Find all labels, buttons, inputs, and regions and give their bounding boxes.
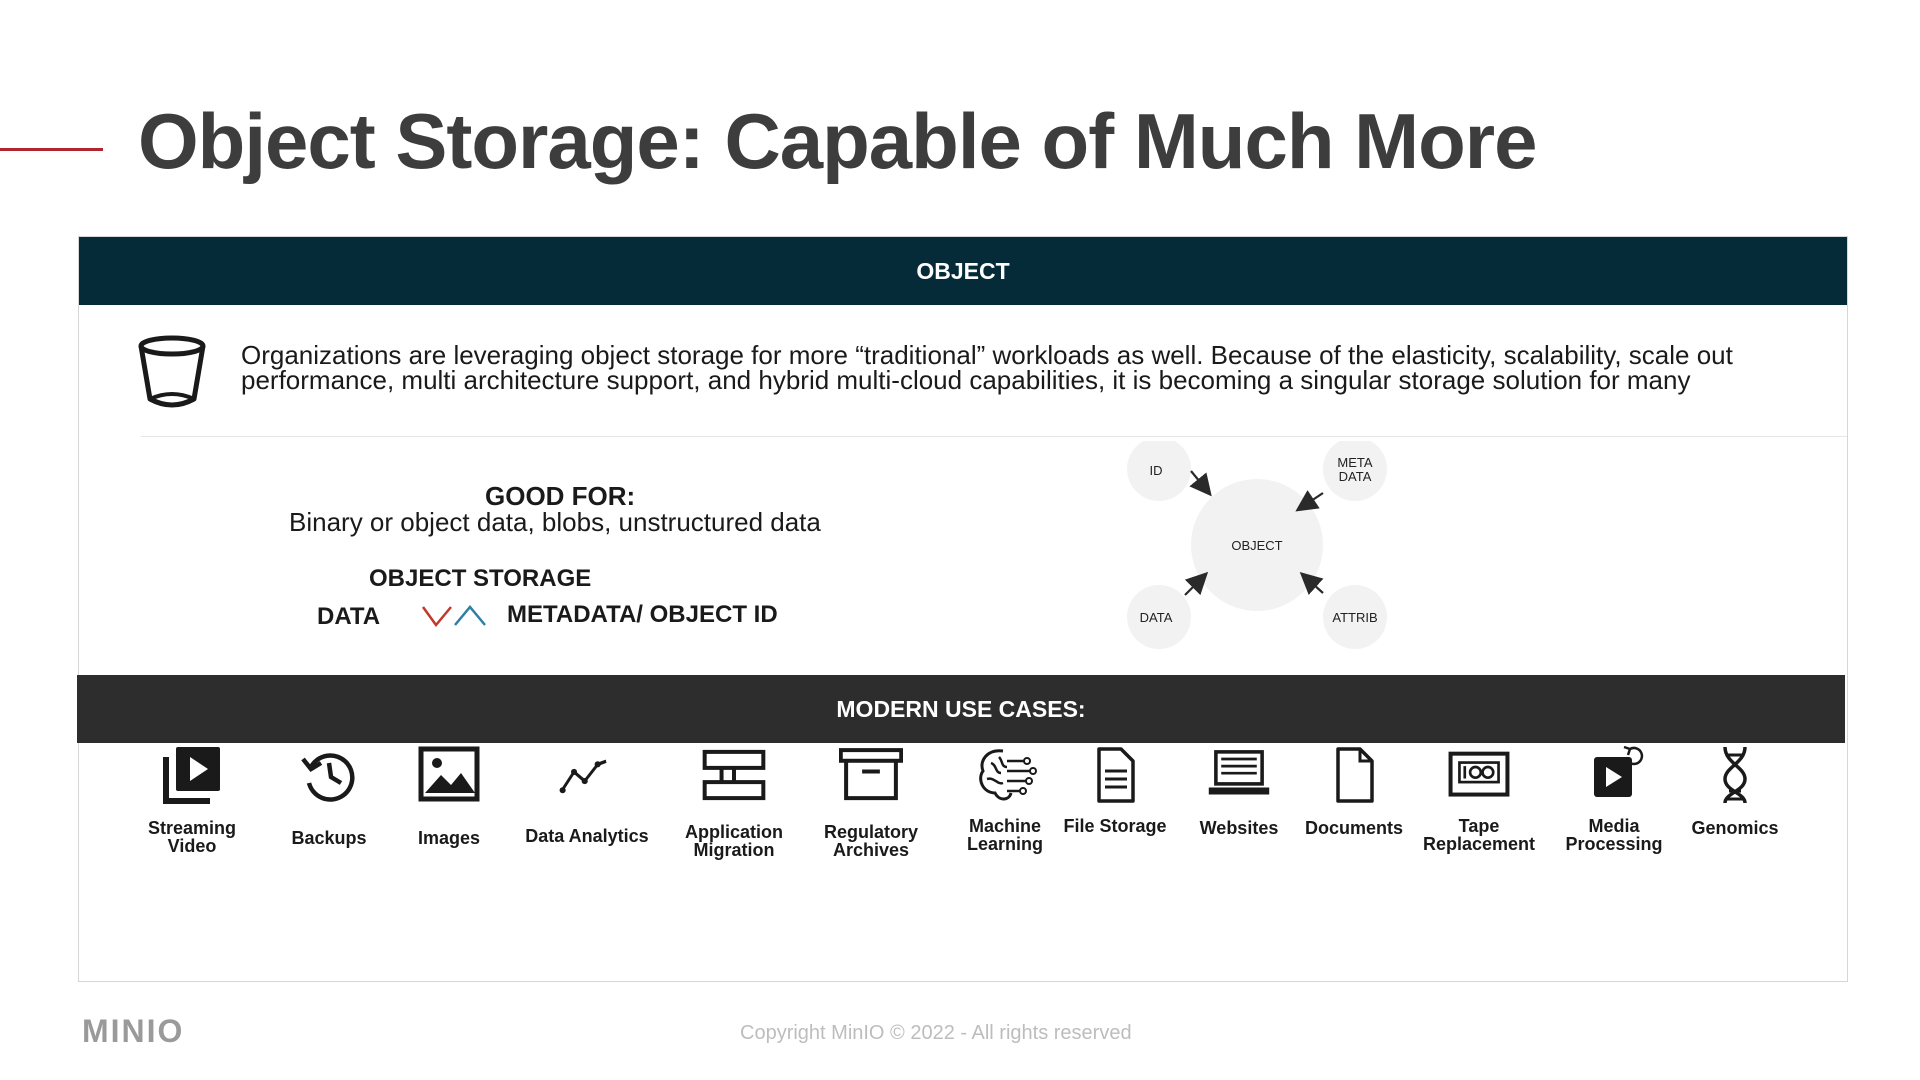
metadata-node-label-1: META bbox=[1337, 455, 1372, 470]
object-description: Organizations are leveraging object stor… bbox=[241, 340, 1733, 395]
use-case-regulatory-archives: Regulatory Archives bbox=[801, 743, 941, 859]
use-case-grid: Streaming Video Backups Images bbox=[79, 743, 1847, 953]
tape-icon bbox=[1448, 751, 1510, 797]
minio-logo: MINIO bbox=[82, 1014, 184, 1048]
use-case-images: Images bbox=[379, 743, 519, 847]
use-case-label: Genomics bbox=[1691, 818, 1779, 838]
use-case-tape-replacement: Tape Replacement bbox=[1409, 743, 1549, 853]
use-case-file-storage: File Storage bbox=[1045, 743, 1185, 835]
use-case-media-processing: Media Processing bbox=[1544, 743, 1684, 853]
data-node-label: DATA bbox=[1140, 610, 1173, 625]
laptop-icon bbox=[1208, 750, 1270, 795]
attrib-node-label: ATTRIB bbox=[1332, 610, 1377, 625]
dna-icon bbox=[1723, 746, 1747, 804]
attrib-node bbox=[1323, 585, 1387, 649]
use-case-label: Streaming Video bbox=[147, 818, 237, 856]
use-cases-header: MODERN USE CASES: bbox=[77, 675, 1845, 743]
object-diagram: OBJECT ID META DATA DATA ATTRIB bbox=[1127, 441, 1387, 649]
brain-circuit-icon bbox=[979, 749, 1037, 801]
section-divider bbox=[141, 436, 1847, 437]
data-node bbox=[1127, 585, 1191, 649]
metadata-label: METADATA/ OBJECT ID bbox=[507, 601, 778, 628]
use-case-label: Backups bbox=[291, 828, 367, 848]
use-case-label: File Storage bbox=[1063, 816, 1167, 836]
use-case-label: Images bbox=[417, 828, 481, 848]
slide-title: Object Storage: Capable of Much More bbox=[138, 97, 1538, 185]
migration-icon bbox=[702, 749, 766, 801]
good-for-heading: GOOD FOR: bbox=[485, 481, 636, 511]
object-header-label: OBJECT bbox=[916, 257, 1010, 284]
use-case-application-migration: Application Migration bbox=[664, 743, 804, 859]
content-card: OBJECT Organizations are leveraging obje… bbox=[77, 236, 1848, 982]
use-case-backups: Backups bbox=[259, 743, 399, 847]
use-case-label: Machine Learning bbox=[966, 816, 1043, 854]
copyright-text: Copyright MinIO © 2022 - All rights rese… bbox=[740, 1022, 1132, 1044]
use-case-label: Regulatory Archives bbox=[823, 822, 919, 860]
object-node bbox=[1191, 479, 1323, 611]
line-chart-icon bbox=[559, 759, 607, 794]
title-accent-line bbox=[0, 148, 103, 151]
use-case-label: Application Migration bbox=[685, 822, 783, 860]
good-for-body: Binary or object data, blobs, unstructur… bbox=[289, 507, 821, 537]
use-case-data-analytics: Data Analytics bbox=[517, 743, 657, 845]
play-stack-icon bbox=[163, 747, 220, 804]
object-node-label: OBJECT bbox=[1231, 538, 1282, 553]
data-label: DATA bbox=[317, 603, 381, 630]
object-storage-label: OBJECT STORAGE bbox=[369, 565, 592, 592]
use-case-websites: Websites bbox=[1169, 743, 1309, 837]
use-case-genomics: Genomics bbox=[1665, 743, 1805, 837]
archive-box-icon bbox=[839, 748, 903, 801]
media-play-icon bbox=[1594, 745, 1644, 797]
use-case-label: Documents bbox=[1304, 818, 1403, 838]
bucket-icon bbox=[138, 335, 206, 408]
use-case-machine-learning: Machine Learning bbox=[935, 743, 1075, 853]
svg-text:MINIO: MINIO bbox=[82, 1014, 184, 1048]
id-node bbox=[1127, 441, 1191, 501]
metadata-node-label-2: DATA bbox=[1339, 469, 1372, 484]
file-icon bbox=[1097, 747, 1135, 803]
use-case-label: Data Analytics bbox=[525, 826, 649, 846]
check-marks-icon bbox=[421, 605, 486, 628]
use-cases-header-label: MODERN USE CASES: bbox=[836, 695, 1086, 722]
document-icon bbox=[1336, 747, 1374, 803]
backup-clock-icon bbox=[301, 753, 355, 802]
use-case-label: Tape Replacement bbox=[1422, 816, 1536, 854]
id-node-label: ID bbox=[1150, 463, 1163, 478]
object-header: OBJECT bbox=[79, 237, 1847, 305]
use-case-label: Websites bbox=[1199, 818, 1279, 838]
metadata-node bbox=[1323, 441, 1387, 501]
use-case-streaming-video: Streaming Video bbox=[122, 743, 262, 855]
use-case-label: Media Processing bbox=[1565, 816, 1663, 854]
image-icon bbox=[418, 746, 480, 802]
use-case-documents: Documents bbox=[1284, 743, 1424, 837]
